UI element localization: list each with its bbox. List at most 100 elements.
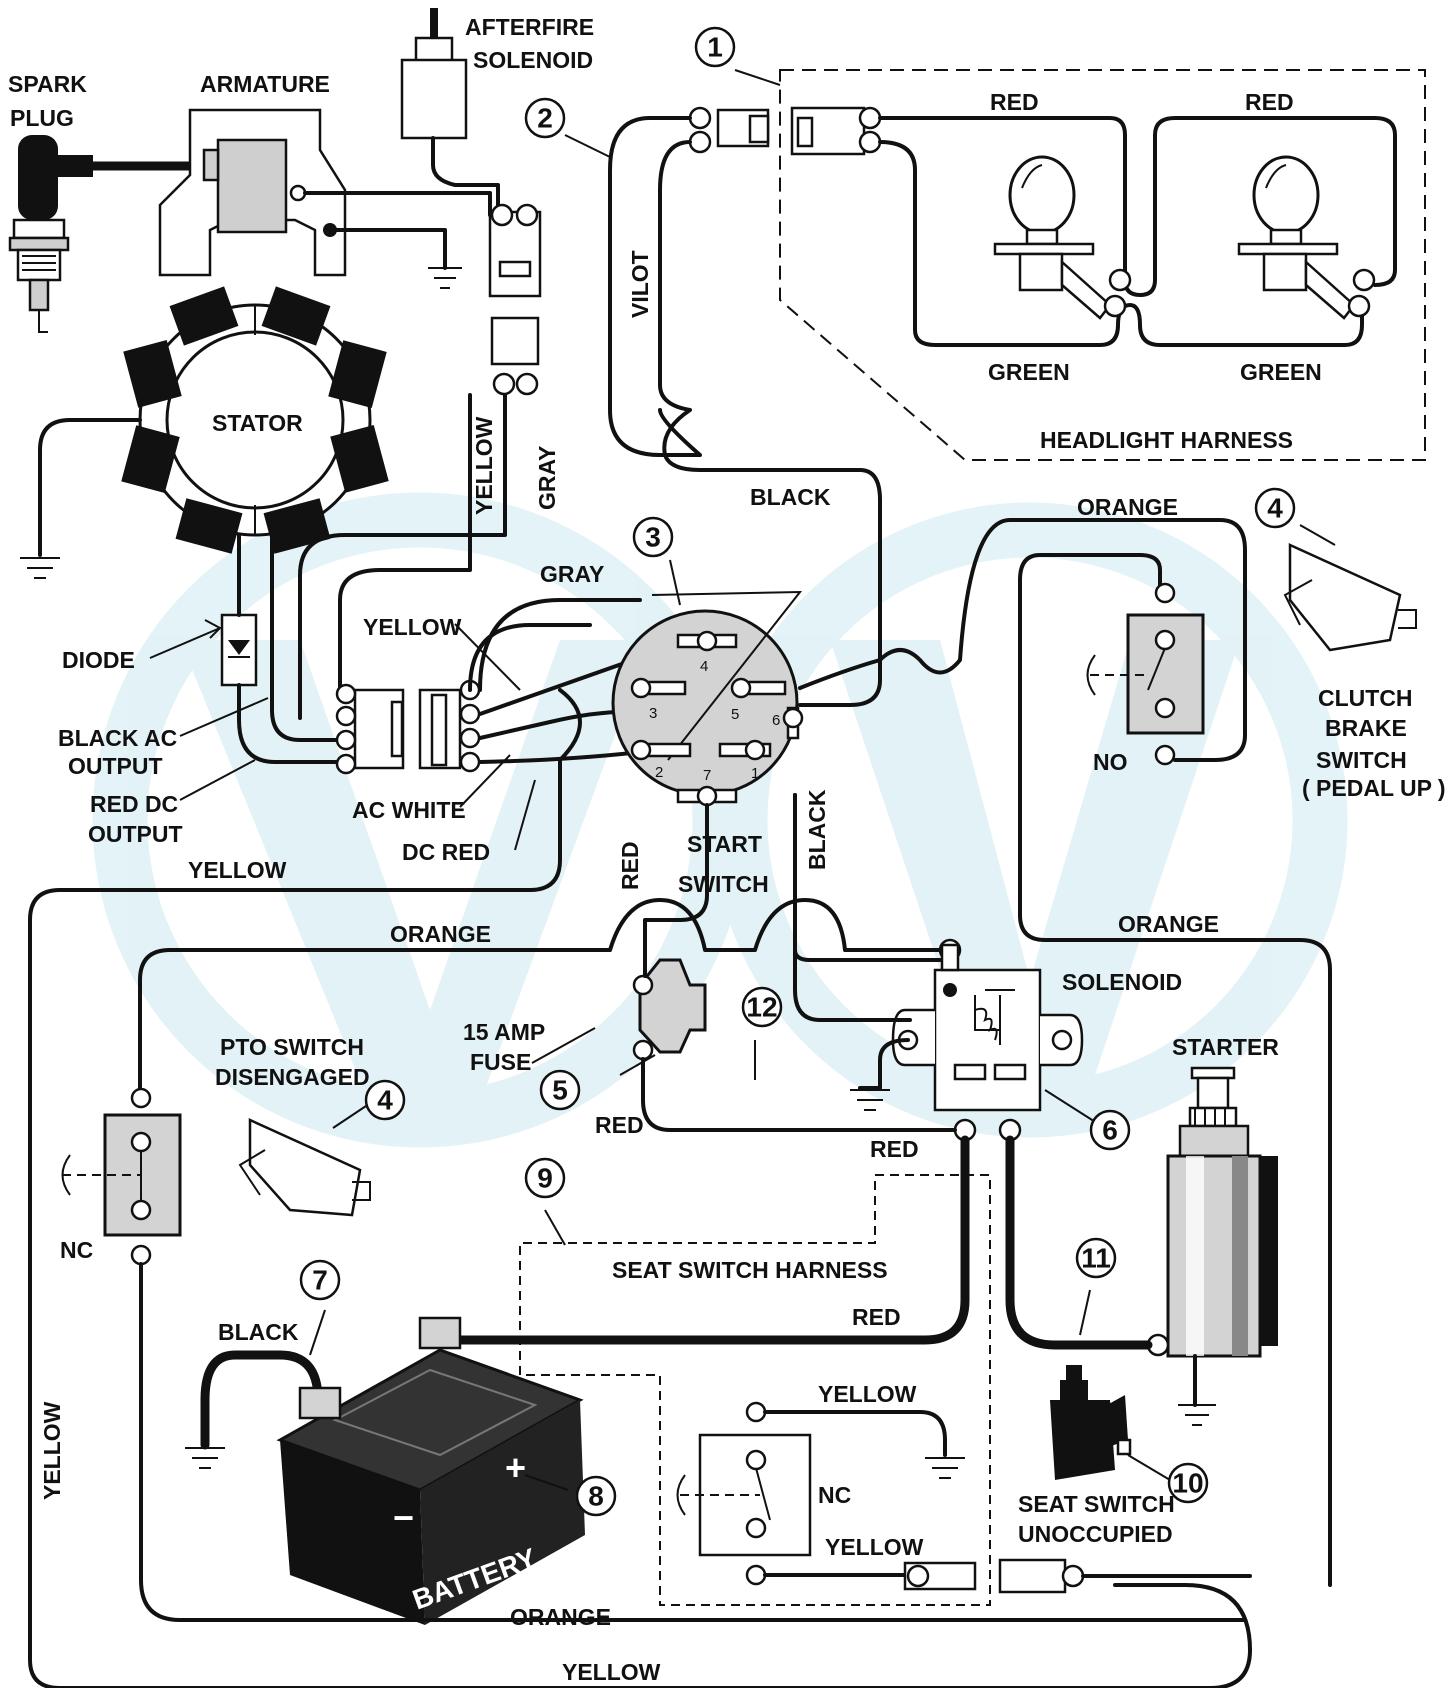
red-switch-fuse-wire xyxy=(643,803,709,978)
label-black-ac-2: OUTPUT xyxy=(68,753,163,779)
label-green-1: GREEN xyxy=(988,359,1070,385)
label-orange-bottom: ORANGE xyxy=(510,1604,611,1630)
label-yellow-seat-bottom: YELLOW xyxy=(825,1534,924,1560)
seat-connector-left xyxy=(903,1561,977,1591)
label-nc-left: NC xyxy=(60,1237,93,1263)
label-orange-top: ORANGE xyxy=(1077,494,1178,520)
callout-1: 1 xyxy=(707,32,723,63)
callout-4-pto: 4 xyxy=(377,1085,393,1116)
label-headlight-harness: HEADLIGHT HARNESS xyxy=(1040,427,1293,453)
clutch-brake-switch-part xyxy=(1283,543,1417,652)
callout-5: 5 xyxy=(552,1075,568,1106)
callout-2: 2 xyxy=(537,103,553,134)
label-yellow-vertical-left: YELLOW xyxy=(39,1401,65,1500)
label-clutch-2: BRAKE xyxy=(1325,715,1407,741)
label-gray-vertical: GRAY xyxy=(534,446,560,510)
callout-9: 9 xyxy=(537,1163,553,1194)
ground-symbol xyxy=(20,557,60,579)
stator-ground-wire xyxy=(38,418,142,557)
label-orange-mid: ORANGE xyxy=(390,921,491,947)
label-afterfire-2: SOLENOID xyxy=(473,47,593,73)
seat-switch-symbol xyxy=(676,1401,812,1586)
solenoid xyxy=(891,938,1084,1142)
label-afterfire-1: AFTERFIRE xyxy=(465,14,594,40)
battery-plus: + xyxy=(505,1447,526,1488)
label-pto-2: DISENGAGED xyxy=(215,1064,370,1090)
label-green-2: GREEN xyxy=(1240,359,1322,385)
label-red-fuse: RED xyxy=(595,1112,644,1138)
callout-12: 12 xyxy=(746,992,777,1023)
headlight-connector-male xyxy=(688,106,770,154)
label-pto-1: PTO SWITCH xyxy=(220,1034,364,1060)
label-armature: ARMATURE xyxy=(200,71,330,97)
label-starter: STARTER xyxy=(1172,1034,1279,1060)
label-start-1: START xyxy=(687,831,762,857)
label-seat-switch-2: UNOCCUPIED xyxy=(1018,1521,1173,1547)
black-ground-wire xyxy=(658,140,882,707)
yellow-main-wire xyxy=(28,688,1252,1688)
start-switch xyxy=(611,590,804,807)
armature xyxy=(158,108,347,277)
afterfire-solenoid xyxy=(400,8,500,210)
label-solenoid: SOLENOID xyxy=(1062,969,1182,995)
label-yellow-left: YELLOW xyxy=(188,857,287,883)
label-yellow-mid: YELLOW xyxy=(363,614,462,640)
label-red-battery: RED xyxy=(852,1304,901,1330)
label-red-dc-2: OUTPUT xyxy=(88,821,183,847)
label-seat-switch-1: SEAT SWITCH xyxy=(1018,1491,1175,1517)
yellow-seat-ground-wire xyxy=(763,1410,947,1457)
headlight-bulb-2 xyxy=(1237,155,1376,320)
label-red-solenoid: RED xyxy=(870,1136,919,1162)
ground-symbol xyxy=(1178,1404,1216,1426)
label-ac-white: AC WHITE xyxy=(352,797,466,823)
label-clutch-4: ( PEDAL UP ) xyxy=(1302,775,1446,801)
ground-symbol xyxy=(850,1089,890,1111)
stator xyxy=(121,286,389,554)
label-diode: DIODE xyxy=(62,647,135,673)
label-black-vertical: BLACK xyxy=(804,789,830,870)
callout-7: 7 xyxy=(312,1265,328,1296)
pto-switch-symbol xyxy=(61,1087,182,1266)
label-spark-plug-2: PLUG xyxy=(10,105,74,131)
callout-4-clutch: 4 xyxy=(1267,493,1283,524)
pin-2: 2 xyxy=(655,764,663,781)
pin-7: 7 xyxy=(703,767,711,784)
red-fuse-solenoid-wire xyxy=(641,1057,957,1132)
solenoid-ground-lead xyxy=(858,1038,910,1090)
seat-switch-harness-outline xyxy=(519,1174,991,1606)
callout-8: 8 xyxy=(588,1481,604,1512)
orange-clutch-wire xyxy=(798,518,1247,762)
violet-wire xyxy=(608,116,702,457)
battery-positive-cable xyxy=(435,1135,970,1345)
pto-switch-part xyxy=(238,1118,371,1217)
pin-3: 3 xyxy=(649,705,657,722)
diode-dc-wire xyxy=(237,683,342,764)
pin-6: 6 xyxy=(772,712,780,729)
yellow-to-switch-wire xyxy=(478,598,642,692)
pin-4: 4 xyxy=(700,658,708,675)
orange-solenoid-wire xyxy=(1018,553,1332,1587)
callout-10: 10 xyxy=(1172,1468,1203,1499)
clutch-brake-switch-symbol xyxy=(1086,582,1205,766)
regulator-connector-right xyxy=(418,679,481,773)
battery-negative-cable xyxy=(200,1350,323,1450)
label-seat-harness: SEAT SWITCH HARNESS xyxy=(612,1257,888,1283)
label-red-2: RED xyxy=(1245,89,1294,115)
callout-6: 6 xyxy=(1102,1115,1118,1146)
ground-symbol xyxy=(925,1457,965,1479)
black-ac-wire xyxy=(270,533,342,742)
red-headlight-wire-1 xyxy=(878,116,1127,282)
label-red-1: RED xyxy=(990,89,1039,115)
label-red-vertical: RED xyxy=(617,841,643,890)
label-start-2: SWITCH xyxy=(678,871,769,897)
gray-wire xyxy=(298,393,507,720)
label-red-dc-1: RED DC xyxy=(90,791,178,817)
armature-kill-wire xyxy=(303,191,492,217)
label-dc-red: DC RED xyxy=(402,839,490,865)
battery-minus: − xyxy=(393,1497,414,1538)
label-no: NO xyxy=(1093,749,1128,775)
callout-11: 11 xyxy=(1081,1243,1111,1274)
label-clutch-3: SWITCH xyxy=(1316,747,1407,773)
label-clutch-1: CLUTCH xyxy=(1318,685,1413,711)
